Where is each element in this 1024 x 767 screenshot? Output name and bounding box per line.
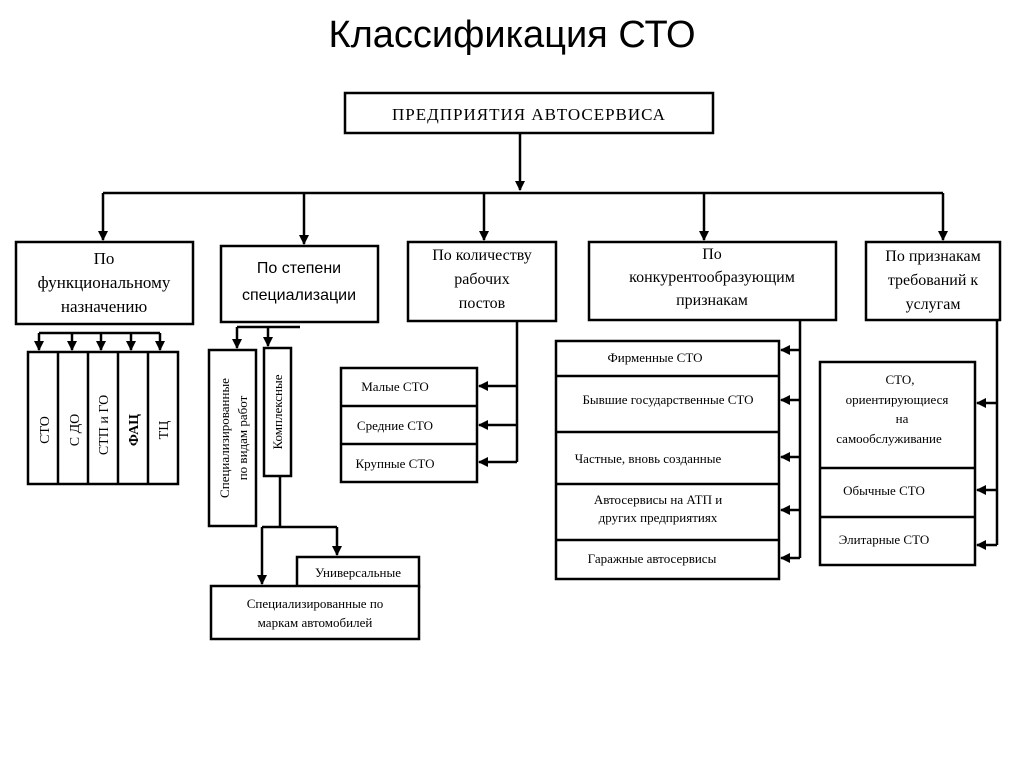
category-functional: По функциональному назначению СТО С ДО С… bbox=[14, 240, 195, 486]
category-label: По bbox=[94, 249, 115, 268]
category-label: По количеству bbox=[432, 247, 532, 264]
category-requirements: По признакам требований к услугам СТО, о… bbox=[818, 240, 1002, 567]
functional-item: С ДО bbox=[68, 414, 83, 447]
category-label: функциональному bbox=[38, 273, 171, 292]
competitive-item: Автосервисы на АТП и bbox=[594, 492, 722, 507]
category-label: По степени bbox=[257, 260, 341, 277]
connectors bbox=[34, 133, 999, 585]
category-specialization: По степени специализации Специализирован… bbox=[207, 244, 421, 641]
competitive-item: Бывшие государственные СТО bbox=[582, 392, 753, 407]
functional-item: ФАЦ bbox=[127, 414, 142, 446]
complex-label: Комплексные bbox=[270, 374, 285, 449]
category-label: признакам bbox=[676, 292, 748, 309]
requirements-item: ориентирующиеся bbox=[846, 392, 949, 407]
root-node: ПРЕДПРИЯТИЯ АВТОСЕРВИСА bbox=[343, 91, 715, 135]
category-label: конкурентообразующим bbox=[629, 269, 795, 286]
category-label: рабочих bbox=[454, 271, 509, 288]
page-title: Классификация СТО bbox=[328, 14, 696, 56]
functional-item: ТЦ bbox=[157, 421, 172, 440]
category-label: назначению bbox=[61, 297, 148, 316]
competitive-item: Гаражные автосервисы bbox=[588, 551, 717, 566]
requirements-item: Обычные СТО bbox=[843, 483, 925, 498]
category-label: специализации bbox=[242, 287, 356, 304]
category-label: постов bbox=[459, 295, 506, 312]
specialized-by-work-label: по видам работ bbox=[235, 395, 250, 480]
requirements-item: на bbox=[896, 411, 909, 426]
requirements-item: Элитарные СТО bbox=[839, 532, 930, 547]
category-label: По признакам bbox=[885, 248, 980, 265]
requirements-item: самообслуживание bbox=[836, 431, 942, 446]
category-posts: По количеству рабочих постов Малые СТО С… bbox=[339, 240, 558, 484]
functional-item: СТП и ГО bbox=[97, 395, 112, 455]
functional-item: СТО bbox=[38, 416, 53, 444]
category-label: По bbox=[702, 246, 722, 263]
posts-item: Крупные СТО bbox=[356, 456, 435, 471]
category-label: услугам bbox=[906, 296, 961, 313]
category-competitive: По конкурентообразующим признакам Фирмен… bbox=[554, 240, 838, 581]
by-brand-label: Специализированные по bbox=[247, 596, 384, 611]
root-label: ПРЕДПРИЯТИЯ АВТОСЕРВИСА bbox=[392, 105, 666, 124]
competitive-item: других предприятиях bbox=[599, 510, 718, 525]
competitive-item: Фирменные СТО bbox=[607, 350, 702, 365]
requirements-item: СТО, bbox=[885, 372, 914, 387]
by-brand-label: маркам автомобилей bbox=[258, 615, 373, 630]
competitive-item: Частные, вновь созданные bbox=[575, 451, 722, 466]
category-label: требований к bbox=[888, 272, 979, 289]
posts-item: Средние СТО bbox=[357, 418, 433, 433]
posts-item: Малые СТО bbox=[361, 379, 429, 394]
specialized-by-work-label: Специализированные bbox=[217, 378, 232, 498]
universal-label: Универсальные bbox=[315, 565, 401, 580]
